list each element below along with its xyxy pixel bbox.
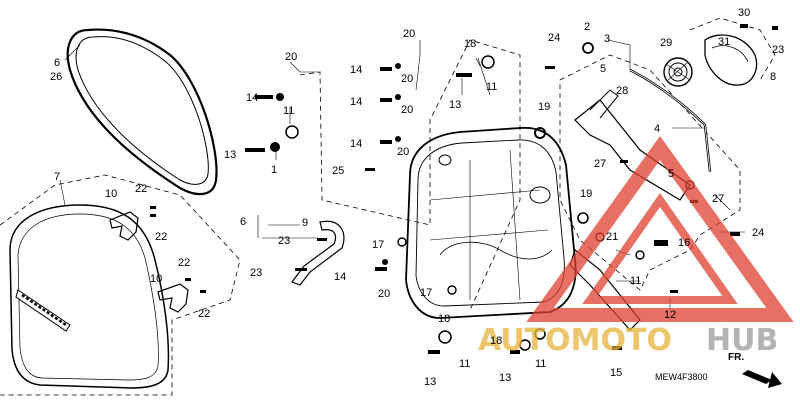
callout: 14: [334, 271, 346, 283]
callout: 28: [616, 85, 628, 97]
callout: 21: [606, 231, 618, 243]
callout: 16: [678, 237, 690, 249]
saddlebag-case: [405, 127, 577, 319]
callout: 11: [486, 81, 497, 93]
callout: 1: [271, 164, 277, 176]
callout: 23: [278, 235, 290, 247]
callout: 22: [198, 308, 210, 320]
callout: 24: [752, 227, 764, 239]
seal-gasket: [66, 28, 218, 196]
callout: 12: [664, 309, 676, 321]
front-direction-arrow: FR.: [728, 352, 782, 388]
callout: 5: [600, 63, 606, 75]
callout: 11: [283, 105, 294, 117]
callout: 20: [285, 51, 297, 63]
callout: 29: [660, 37, 672, 49]
diagram-code: MEW4F3800: [655, 372, 708, 382]
callout: 5: [668, 168, 674, 180]
tool-bracket-outline: [689, 17, 776, 81]
watermark: AUTOMOTO HUB: [478, 136, 794, 358]
callout: 30: [738, 7, 750, 19]
lock-cylinder: [663, 57, 693, 87]
callout: 10: [105, 188, 117, 200]
callout: 19: [580, 188, 592, 200]
callout: 13: [224, 149, 236, 161]
callout: 17: [372, 239, 384, 251]
callout: 18: [464, 38, 476, 50]
callout: 17: [420, 287, 432, 299]
callout: 31: [718, 36, 730, 48]
hinge-assembly-outline: [559, 54, 741, 291]
callout: 26: [50, 71, 62, 83]
hinge-arm: [574, 99, 691, 201]
callout: 14: [350, 64, 362, 76]
cover-assembly-outline: [0, 174, 241, 396]
callout: 13: [499, 372, 511, 384]
callout: 3: [604, 33, 610, 45]
callout: 14: [350, 96, 362, 108]
case-assembly-outline: [299, 39, 521, 311]
callout: 25: [332, 165, 344, 177]
callout: 27: [712, 193, 724, 205]
callout: 18: [438, 313, 450, 325]
callout: 7: [54, 171, 60, 183]
callout: 14: [350, 138, 362, 150]
callout: 20: [401, 104, 413, 116]
front-label: FR.: [728, 352, 744, 363]
watermark-triangle-inner: [582, 193, 738, 304]
callout: 23: [772, 44, 784, 56]
saddlebag-cover: [9, 204, 170, 389]
callout: 13: [424, 376, 436, 388]
callout: 18: [490, 335, 502, 347]
watermark-triangle-outer: [526, 136, 794, 322]
callout: 27: [594, 158, 606, 170]
callout: 20: [378, 288, 390, 300]
callout: 19: [538, 101, 550, 113]
callout: 10: [150, 273, 162, 285]
callout: 15: [610, 367, 622, 379]
callout: 4: [654, 123, 660, 135]
callout: 20: [397, 146, 409, 158]
callout: 11: [630, 275, 641, 287]
harness-strap: [291, 220, 345, 286]
key-cover: [704, 34, 758, 86]
callout: 11: [535, 358, 546, 370]
bracket-upper: [109, 211, 139, 241]
callout: 24: [548, 32, 560, 44]
callout: 8: [770, 71, 776, 83]
callout: 9: [302, 217, 308, 229]
callout: 23: [250, 267, 262, 279]
callout: 11: [459, 358, 470, 370]
callout: 13: [449, 99, 461, 111]
callout: 6: [54, 57, 60, 69]
bracket-lower: [157, 283, 189, 313]
callout: 22: [155, 231, 167, 243]
watermark-text-right: HUB: [706, 323, 778, 358]
callout: 20: [401, 73, 413, 85]
callout: 2: [584, 21, 590, 33]
callout: 14: [246, 92, 258, 104]
callout: 22: [135, 183, 147, 195]
callout: 20: [403, 28, 415, 40]
callouts: 6 26 7 10 22 22 10 22 22 20 14 11 13 1 6…: [50, 7, 784, 388]
watermark-text-left: AUTOMOTO: [478, 323, 672, 358]
callout: 6: [240, 216, 246, 228]
callout: 22: [178, 257, 190, 269]
